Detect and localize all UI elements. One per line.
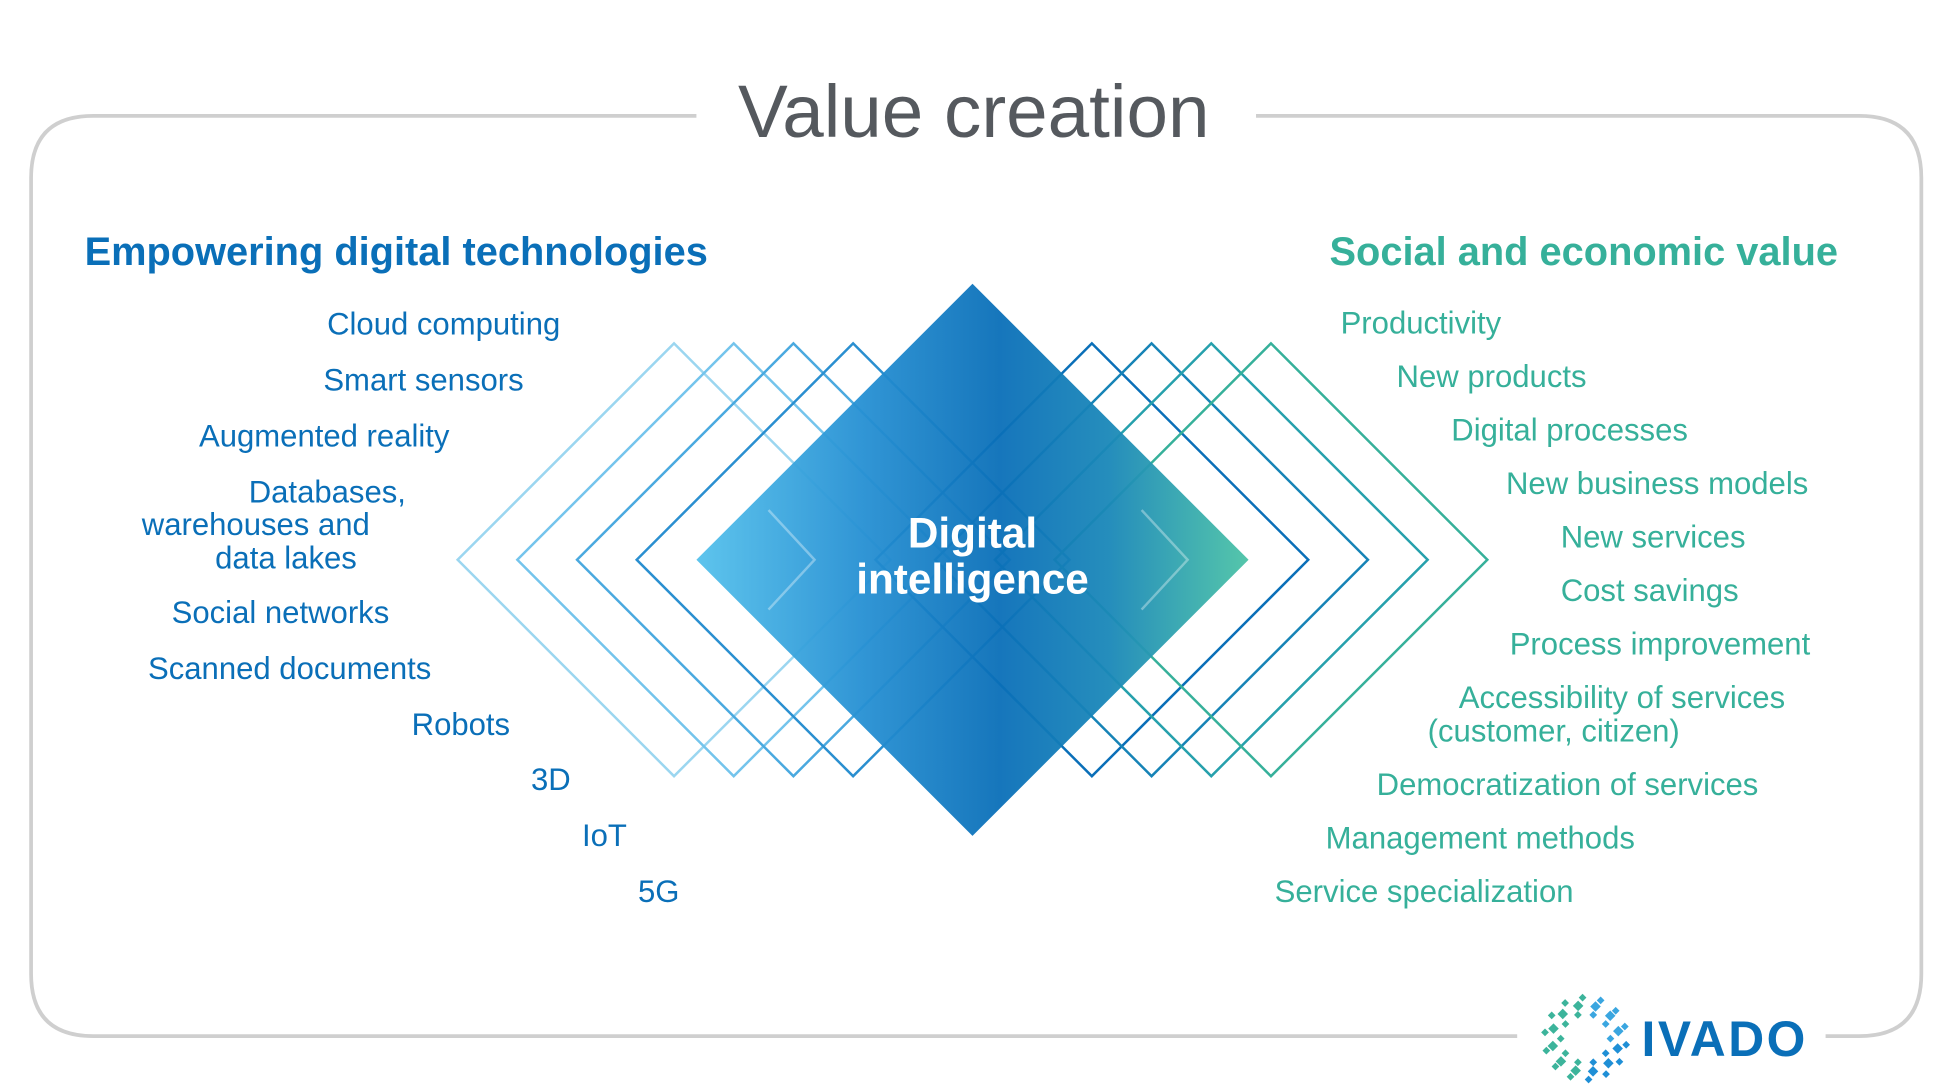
logo-dot xyxy=(1570,1065,1581,1076)
logo-dot xyxy=(1612,1043,1623,1054)
left-list-item: Cloud computing xyxy=(327,307,560,342)
logo-dot xyxy=(1589,1011,1598,1019)
logo-dot xyxy=(1613,1025,1624,1037)
right-list-item: (customer, citizen) xyxy=(1428,713,1680,748)
logo-dot xyxy=(1578,993,1587,1002)
logo-dot xyxy=(1541,1028,1549,1037)
right-list-item: Democratization of services xyxy=(1377,767,1759,802)
right-chevron-icon xyxy=(1140,509,1190,611)
logo-dot xyxy=(1589,1058,1598,1067)
right-list-item: Service specialization xyxy=(1275,874,1574,909)
logo-dot xyxy=(1542,1046,1551,1055)
center-label-line2: intelligence xyxy=(856,555,1089,602)
logo-dot xyxy=(1606,1034,1615,1043)
left-list-item: data lakes xyxy=(215,541,357,576)
right-list-item: Process improvement xyxy=(1510,626,1811,661)
left-list-item: Augmented reality xyxy=(199,419,450,454)
logo-dot xyxy=(1574,1011,1582,1019)
logo-dot xyxy=(1601,1049,1610,1058)
logo-dot xyxy=(1584,1075,1593,1084)
logo-dot xyxy=(1602,1070,1610,1079)
left-list-item: IoT xyxy=(582,818,627,853)
frame xyxy=(29,113,1924,1038)
logo-dot xyxy=(1547,1011,1556,1020)
right-list-item: New services xyxy=(1561,519,1746,554)
logo-dot xyxy=(1561,1020,1570,1028)
logo-dot xyxy=(1566,1072,1575,1081)
right-heading: Social and economic value xyxy=(1330,230,1839,274)
left-list-item: Robots xyxy=(412,707,510,742)
logo-dot xyxy=(1572,1000,1584,1012)
logo-dot xyxy=(1615,1057,1624,1066)
center-label-line1: Digital xyxy=(908,509,1037,556)
logo-dot xyxy=(1557,1008,1569,1020)
logo-dot xyxy=(1561,1049,1570,1058)
right-list-item: New business models xyxy=(1506,466,1808,501)
logo-dot xyxy=(1596,996,1605,1005)
logo-dot xyxy=(1590,1001,1601,1012)
left-chevron-icon xyxy=(767,509,817,611)
logo-dot xyxy=(1555,1056,1567,1067)
left-heading: Empowering digital technologies xyxy=(85,230,708,274)
left-list-item: Databases, xyxy=(249,475,406,510)
logo-dot xyxy=(1561,999,1569,1007)
right-list-item: New products xyxy=(1397,359,1587,394)
logo-dot xyxy=(1604,1010,1616,1022)
logo-dot xyxy=(1601,1020,1610,1028)
logo-text: IVADO xyxy=(1642,1011,1808,1067)
right-list-item: Digital processes xyxy=(1451,412,1688,447)
logo-dot-ring-icon xyxy=(1541,993,1631,1084)
ivado-logo: IVADO xyxy=(1541,993,1808,1084)
right-list-item: Productivity xyxy=(1341,305,1502,340)
right-list-item: Cost savings xyxy=(1561,573,1739,608)
logo-dot xyxy=(1611,1006,1620,1015)
logo-dot xyxy=(1603,1057,1614,1069)
logo-dot xyxy=(1622,1040,1631,1049)
left-list-item: Social networks xyxy=(172,595,390,630)
left-list-item: 5G xyxy=(638,874,679,909)
logo-dot xyxy=(1547,1040,1559,1052)
logo-dot xyxy=(1548,1023,1559,1034)
left-list-item: Scanned documents xyxy=(148,651,431,686)
logo-dot xyxy=(1620,1022,1629,1031)
logo-dot xyxy=(1587,1066,1599,1077)
left-list-item: Smart sensors xyxy=(323,363,523,398)
logo-dot xyxy=(1574,1058,1582,1067)
left-list-item: 3D xyxy=(531,762,571,797)
logo-dot xyxy=(1551,1062,1560,1071)
logo-dot xyxy=(1556,1034,1565,1043)
right-list-item: Management methods xyxy=(1326,820,1635,855)
left-list-item: warehouses and xyxy=(141,507,370,542)
right-list-item: Accessibility of services xyxy=(1459,680,1785,715)
page-title: Value creation xyxy=(738,69,1209,153)
